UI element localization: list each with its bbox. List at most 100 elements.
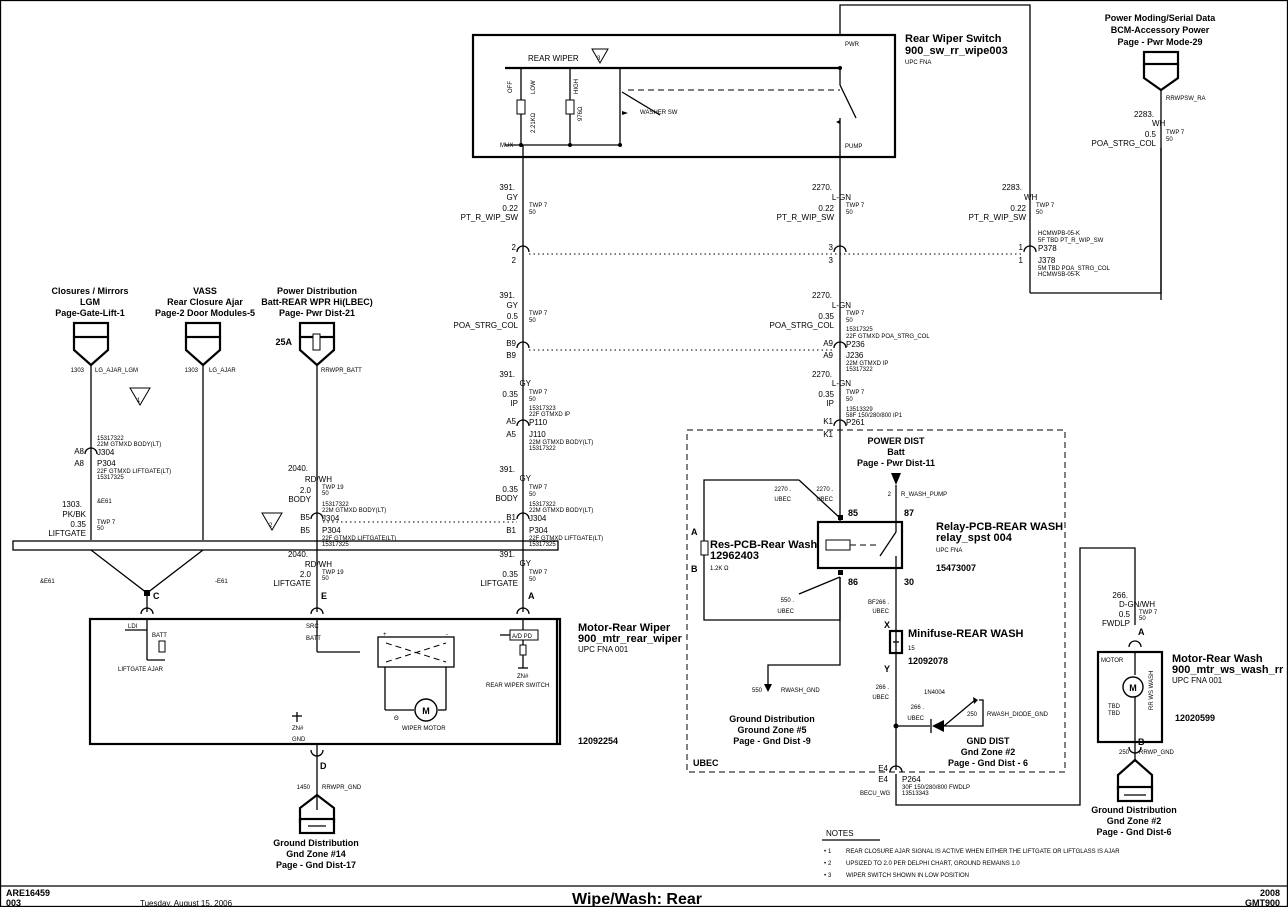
k1-top: K1 <box>823 417 833 426</box>
footer-doc-id: ARE16459 <box>6 888 50 898</box>
w391-size-2: 0.5 <box>507 312 519 321</box>
mrw-meta: UPC FNA 001 <box>1172 676 1223 685</box>
w391-temp-2: 50 <box>529 318 536 324</box>
w391-opt-5: LIFTGATE <box>480 579 518 588</box>
gnd5-circuit-num: 550 <box>752 688 763 694</box>
label-pwr: PWR <box>845 42 860 48</box>
p304-left: P304 <box>97 459 116 468</box>
power-moding-line1: Power Moding/Serial Data <box>1105 13 1217 23</box>
mrw-pin-a: A <box>1138 627 1145 637</box>
mrw-wire-temp: 50 <box>1139 616 1146 622</box>
w1303-color: PK/BK <box>62 510 86 519</box>
p378-label: P378 <box>1038 244 1057 253</box>
becu-wg: BECU_WG <box>860 791 891 797</box>
ubec-1: UBEC <box>774 497 791 503</box>
j304-mid-desc1: 15317322 <box>322 502 349 508</box>
w391-num-3: 391. <box>499 370 515 379</box>
w391-opt-3: IP <box>510 399 518 408</box>
p304-mid: P304 <box>322 526 341 535</box>
wire-2283-return <box>1030 148 1162 294</box>
closures-circuit-name: LG_AJAR_LGM <box>95 368 138 374</box>
motor-theta: Θ <box>394 716 399 722</box>
wire-550 <box>767 577 841 686</box>
wire-1303-labels: 1303. PK/BK 0.35 TWP 7 50 LIFTGATE <box>48 500 116 538</box>
pd2-line3: Page - Pwr Dist-11 <box>857 458 935 468</box>
w391-type-4: TWP 7 <box>529 485 548 491</box>
w391-temp-1: 50 <box>529 210 536 216</box>
p378-desc2: 5F TBD PT_R_WIP_SW <box>1038 238 1104 244</box>
k1-bot: K1 <box>823 430 833 439</box>
ubec-3: UBEC <box>777 609 794 615</box>
label-washer-sw: WASHER SW <box>640 110 678 116</box>
j304-right: J304 <box>529 514 547 523</box>
note-item-1-num: 1 <box>828 849 832 855</box>
ubec-250: 250 <box>967 712 978 718</box>
rear-wiper-switch-int: REAR WIPER SWITCH <box>486 683 549 689</box>
power-moding-wire-size: 0.5 <box>1145 130 1157 139</box>
w391-size-1: 0.22 <box>502 204 518 213</box>
connector-j304-p304-left: A8 A8 15317322 22M GTMXD BODY(LT) J304 P… <box>74 436 171 505</box>
liftgate-ajar: LIFTGATE AJAR <box>118 667 164 673</box>
p304-left-desc1: 22F GTMXD LIFTGATE(LT) <box>97 469 171 475</box>
label-mux: MUX <box>500 143 513 149</box>
closures-line1: Closures / Mirrors <box>51 286 128 296</box>
power-moding-block: Power Moding/Serial Data BCM-Accessory P… <box>1092 13 1217 300</box>
ground-zone-2: Ground Distribution Gnd Zone #2 Page - G… <box>1091 758 1177 837</box>
vass-line3: Page-2 Door Modules-5 <box>155 308 255 318</box>
j304-left-desc2: 22M GTMXD BODY(LT) <box>97 442 161 448</box>
relay-pin-87: 87 <box>904 508 914 518</box>
w2270-opt-2: POA_STRG_COL <box>770 321 835 330</box>
power-moding-circuit: RRWPSW_RA <box>1166 96 1206 102</box>
j304-mid: J304 <box>322 514 340 523</box>
w391-opt-2: POA_STRG_COL <box>454 321 519 330</box>
vass-line1: VASS <box>193 286 217 296</box>
label-high: HIGH <box>574 79 580 94</box>
w2270-opt-1: PT_R_WIP_SW <box>777 213 835 222</box>
wiper-motor-label: WIPER MOTOR <box>402 726 446 732</box>
minifuse-num: 15 <box>908 646 915 652</box>
gnd-dist2-line2: Gnd Zone #2 <box>961 747 1016 757</box>
a9-top: A9 <box>823 339 833 348</box>
j304-left-desc1: 15317322 <box>97 436 124 442</box>
w2270-color-3: L-GN <box>832 379 851 388</box>
j236-label: J236 <box>846 351 864 360</box>
j304-mid-desc2: 22M GTMXD BODY(LT) <box>322 508 386 514</box>
j378-pin-3: 3 <box>829 256 834 265</box>
w391-color-5: GY <box>519 559 531 568</box>
connector-p264: E4 E4 P264 30F 150/280/800 FWDLP 1351334… <box>860 764 970 797</box>
w1303-temp: 50 <box>97 526 104 532</box>
relay-pin-85: 85 <box>848 508 858 518</box>
w391-color-3: GY <box>519 379 531 388</box>
motor-rear-wiper-meta: UPC FNA 001 <box>578 645 629 654</box>
fuse-25a: 25A <box>275 337 292 347</box>
a9-bot: A9 <box>823 351 833 360</box>
splice-e61-left: &E61 <box>40 579 55 585</box>
mrw-title: Motor-Rear Wash <box>1172 653 1263 665</box>
mrw-wire-type: TWP 7 <box>1139 610 1158 616</box>
label-rear-wiper: REAR WIPER <box>528 54 579 63</box>
e4-top: E4 <box>878 764 888 773</box>
pin-a: A <box>528 591 535 601</box>
j378-pin-2: 2 <box>512 256 517 265</box>
zn-gnd: ZN# <box>292 726 304 732</box>
p304-right-desc1: 22F GTMXD LIFTGATE(LT) <box>529 536 603 542</box>
relay-meta: UPC FNA <box>936 548 962 554</box>
w2270-temp-3: 50 <box>846 397 853 403</box>
w2040-size-2: 2.0 <box>300 570 312 579</box>
mrw-wire-size: 0.5 <box>1119 610 1131 619</box>
ubec-wire-labels: 2270 . UBEC 2270 . UBEC 550 . UBEC <box>774 487 833 615</box>
label-pump: PUMP <box>845 144 862 150</box>
wiper-motor-m: M <box>422 706 430 716</box>
w1303-opt: LIFTGATE <box>48 529 86 538</box>
w391-num-4: 391. <box>499 465 515 474</box>
mrw-part: 900_mtr_ws_wash_rr <box>1172 664 1284 676</box>
j304-left: J304 <box>97 448 115 457</box>
w391-size-3: 0.35 <box>502 390 518 399</box>
j378-pin-1: 1 <box>1019 256 1024 265</box>
p378-pin-3: 3 <box>829 243 834 252</box>
relay-part: relay_spst 004 <box>936 532 1013 544</box>
wash-motor-m: M <box>1129 683 1137 693</box>
power-moding-wire-color: WH <box>1152 119 1166 128</box>
power-moding-wire-num: 2283. <box>1134 110 1154 119</box>
